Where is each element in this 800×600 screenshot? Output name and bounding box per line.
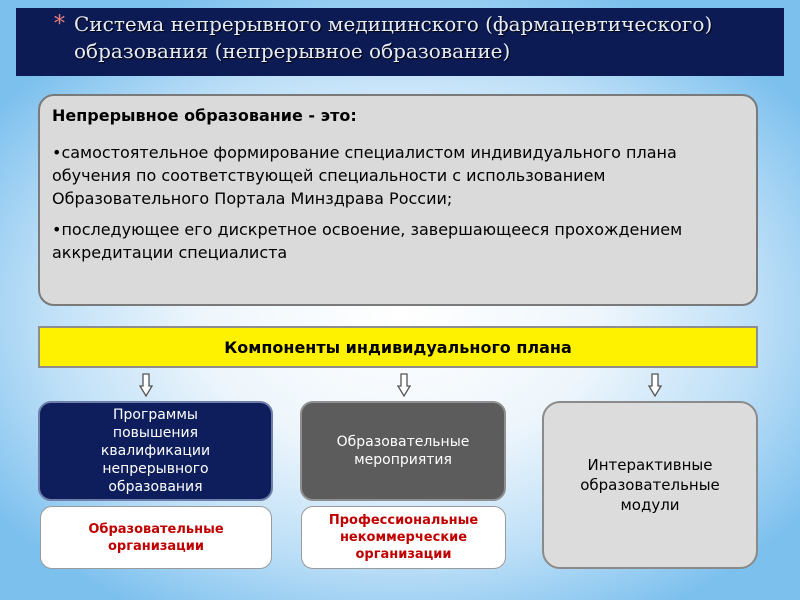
slide-title-line-1: Система непрерывного медицинского (фарма… xyxy=(74,12,713,36)
educational-organizations-box: Образовательные организации xyxy=(40,506,272,569)
down-arrow-icon xyxy=(139,373,153,397)
definition-item-1: •самостоятельное формирование специалист… xyxy=(52,143,682,208)
professional-organizations-label: Профессиональные некоммерческие организа… xyxy=(328,513,479,562)
down-arrow-icon xyxy=(397,373,411,397)
modules-component-box: Интерактивные образовательные модули xyxy=(542,401,758,569)
programs-component-box: Программы повышения квалификации непреры… xyxy=(38,401,273,501)
down-arrow-icon xyxy=(648,373,662,397)
events-component-box: Образовательные мероприятия xyxy=(300,401,506,501)
definition-item-2: •последующее его дискретное освоение, за… xyxy=(52,220,688,262)
definition-box: Непрерывное образование - это: •самостоя… xyxy=(38,94,758,306)
definition-heading: Непрерывное образование - это: xyxy=(52,106,357,125)
events-component-label: Образовательные мероприятия xyxy=(336,434,470,468)
title-bar: * Система непрерывного медицинского (фар… xyxy=(16,8,784,76)
slide-title-line-2: образования (непрерывное образование) xyxy=(74,39,511,63)
components-title-bar: Компоненты индивидуального плана xyxy=(38,326,758,368)
title-bullet-star: * xyxy=(54,12,65,37)
professional-organizations-box: Профессиональные некоммерческие организа… xyxy=(301,506,506,569)
modules-component-label: Интерактивные образовательные модули xyxy=(580,456,720,514)
educational-organizations-label: Образовательные организации xyxy=(88,521,224,554)
programs-component-label: Программы повышения квалификации непреры… xyxy=(100,407,211,495)
